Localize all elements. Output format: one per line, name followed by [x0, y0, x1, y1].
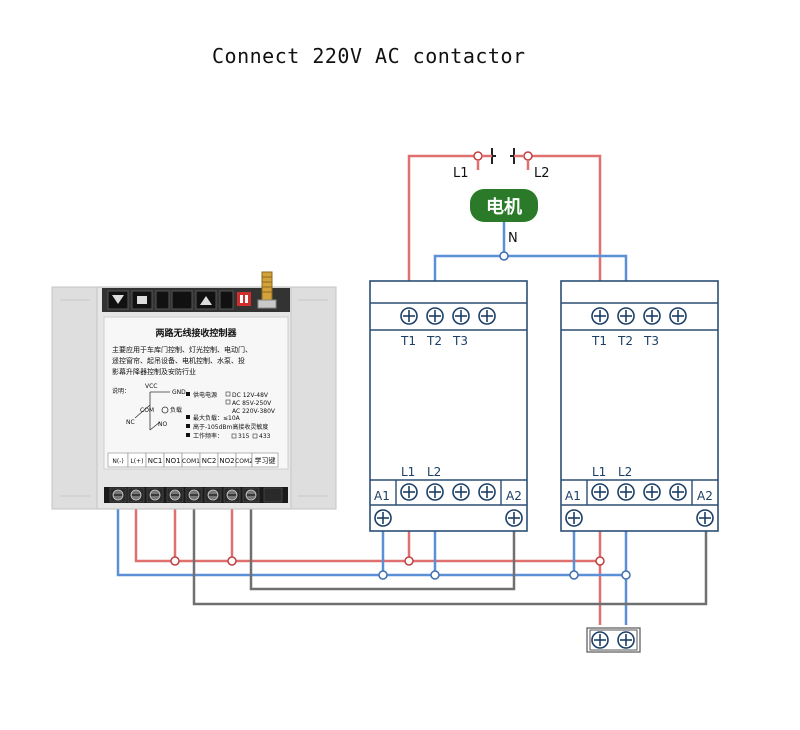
junctions [170, 556, 605, 566]
supply-switch [473, 148, 533, 170]
screw-terminal-icon [643, 483, 661, 501]
contactor-left-coil-a2: A2 [506, 489, 522, 503]
spec-frequency: 工作频率： [193, 432, 223, 440]
screw-terminal-icon [669, 483, 687, 501]
screw-terminal-icon [617, 483, 635, 501]
screw-terminal-icon [617, 631, 635, 649]
schem-gnd: GND [172, 389, 186, 396]
schem-com: COM [140, 407, 154, 414]
antenna-icon [257, 271, 277, 309]
receiver-terminal-1: L(+) [130, 458, 143, 465]
receiver-screw-icon [185, 487, 203, 503]
receiver-terminal-8: 学习键 [255, 456, 276, 465]
screw-terminal-icon [478, 307, 496, 325]
diagram-title: Connect 220V AC contactor [212, 44, 526, 68]
screw-terminal-icon [400, 307, 418, 325]
motor-l2-label: L2 [534, 166, 550, 181]
motor: 电机 [470, 189, 538, 222]
contactor-left-terminal-t1: T1 [400, 334, 416, 348]
contactor-left-terminal-t2: T2 [426, 334, 442, 348]
screw-terminal-icon [426, 307, 444, 325]
screw-terminal-icon [617, 307, 635, 325]
receiver-terminal-6: NO2 [219, 457, 234, 465]
screw-terminal-icon [669, 307, 687, 325]
relay-schematic [134, 391, 170, 431]
wire-l1-supply [407, 154, 478, 315]
contactor-left-input-l1: L1 [401, 465, 415, 479]
screw-terminal-icon [452, 307, 470, 325]
contactor-right-input-l1: L1 [592, 465, 606, 479]
receiver-terminal-2: NC1 [148, 457, 163, 465]
screw-terminal-icon [591, 631, 609, 649]
screw-terminal-icon [643, 307, 661, 325]
wire-l2-supply [528, 154, 602, 315]
supply-terminal-block [586, 627, 641, 653]
contactor-left-terminal-t3: T3 [452, 334, 468, 348]
receiver-terminal-7: COM2 [235, 458, 253, 465]
learn-button[interactable] [263, 487, 283, 503]
receiver-legend-label: 说明： [112, 387, 130, 395]
screw-terminal-icon [426, 483, 444, 501]
screw-terminal-icon [374, 509, 392, 527]
screw-terminal-icon [452, 483, 470, 501]
receiver-desc-3: 影幕升降器控制及安防行业 [112, 367, 196, 376]
contactor-left-coil-a1: A1 [374, 489, 390, 503]
receiver-desc-2: 遥控窗帘、起吊设备、电机控制、水泵、投 [112, 356, 245, 365]
screw-terminal-icon [591, 307, 609, 325]
wire-gray-com2 [249, 495, 516, 591]
receiver-terminal-3: NO1 [165, 457, 180, 465]
contactor-right-input-l2: L2 [618, 465, 632, 479]
receiver-screw-icon [109, 487, 127, 503]
receiver-screw-icon [146, 487, 164, 503]
spec-dc: DC 12V-48V [232, 392, 269, 399]
contactor-left-input-l2: L2 [427, 465, 441, 479]
contactor-right-terminal-t1: T1 [591, 334, 607, 348]
spec-freq-433: 433 [259, 433, 271, 440]
schem-nc: NC [126, 419, 135, 426]
motor-label: 电机 [486, 196, 522, 218]
schem-no: NO [158, 421, 167, 428]
spec-freq-315: 315 [238, 433, 250, 440]
screw-terminal-icon [505, 509, 523, 527]
screw-terminal-icon [565, 509, 583, 527]
schem-load: 负载 [170, 406, 182, 414]
spec-load: 最大负载：≤10A [193, 414, 241, 422]
wire-gray-com1 [192, 495, 708, 606]
screw-terminal-icon [591, 483, 609, 501]
receiver-terminal-4: COM1 [182, 458, 200, 465]
wire-red-bus [134, 495, 600, 563]
receiver-buttons [107, 290, 251, 310]
receiver-screw-icon [242, 487, 260, 503]
contactor-right-coil-a1: A1 [565, 489, 581, 503]
receiver-screw-icon [127, 487, 145, 503]
contactor-right-coil-a2: A2 [697, 489, 713, 503]
spec-sensitivity: 高于-105dBm高接收灵敏度 [193, 423, 268, 431]
spec-power: 供电电源 [193, 391, 217, 399]
receiver-terminal-5: NC2 [202, 457, 217, 465]
receiver-title: 两路无线接收控制器 [155, 327, 237, 339]
motor-neutral-label: N [508, 231, 518, 246]
receiver-terminal-0: N(-) [112, 458, 123, 465]
screw-terminal-icon [696, 509, 714, 527]
screw-terminal-icon [400, 483, 418, 501]
wire-blue-bus [116, 495, 626, 577]
schem-vcc: VCC [145, 383, 157, 390]
receiver-screw-icon [166, 487, 184, 503]
contactor-right-terminal-t2: T2 [617, 334, 633, 348]
contactor-right-terminal-t3: T3 [643, 334, 659, 348]
receiver-desc-1: 主要应用于车库门控制、灯光控制、电动门、 [112, 345, 252, 354]
motor-l1-label: L1 [453, 166, 469, 181]
receiver-screw-icon [204, 487, 222, 503]
receiver-screw-icon [223, 487, 241, 503]
screw-terminal-icon [478, 483, 496, 501]
spec-ac1: AC 85V-250V [232, 400, 272, 407]
spec-ac2: AC 220V-380V [232, 408, 276, 415]
receiver-module: 两路无线接收控制器 主要应用于车库门控制、灯光控制、电动门、 遥控窗帘、起吊设备… [51, 271, 337, 510]
